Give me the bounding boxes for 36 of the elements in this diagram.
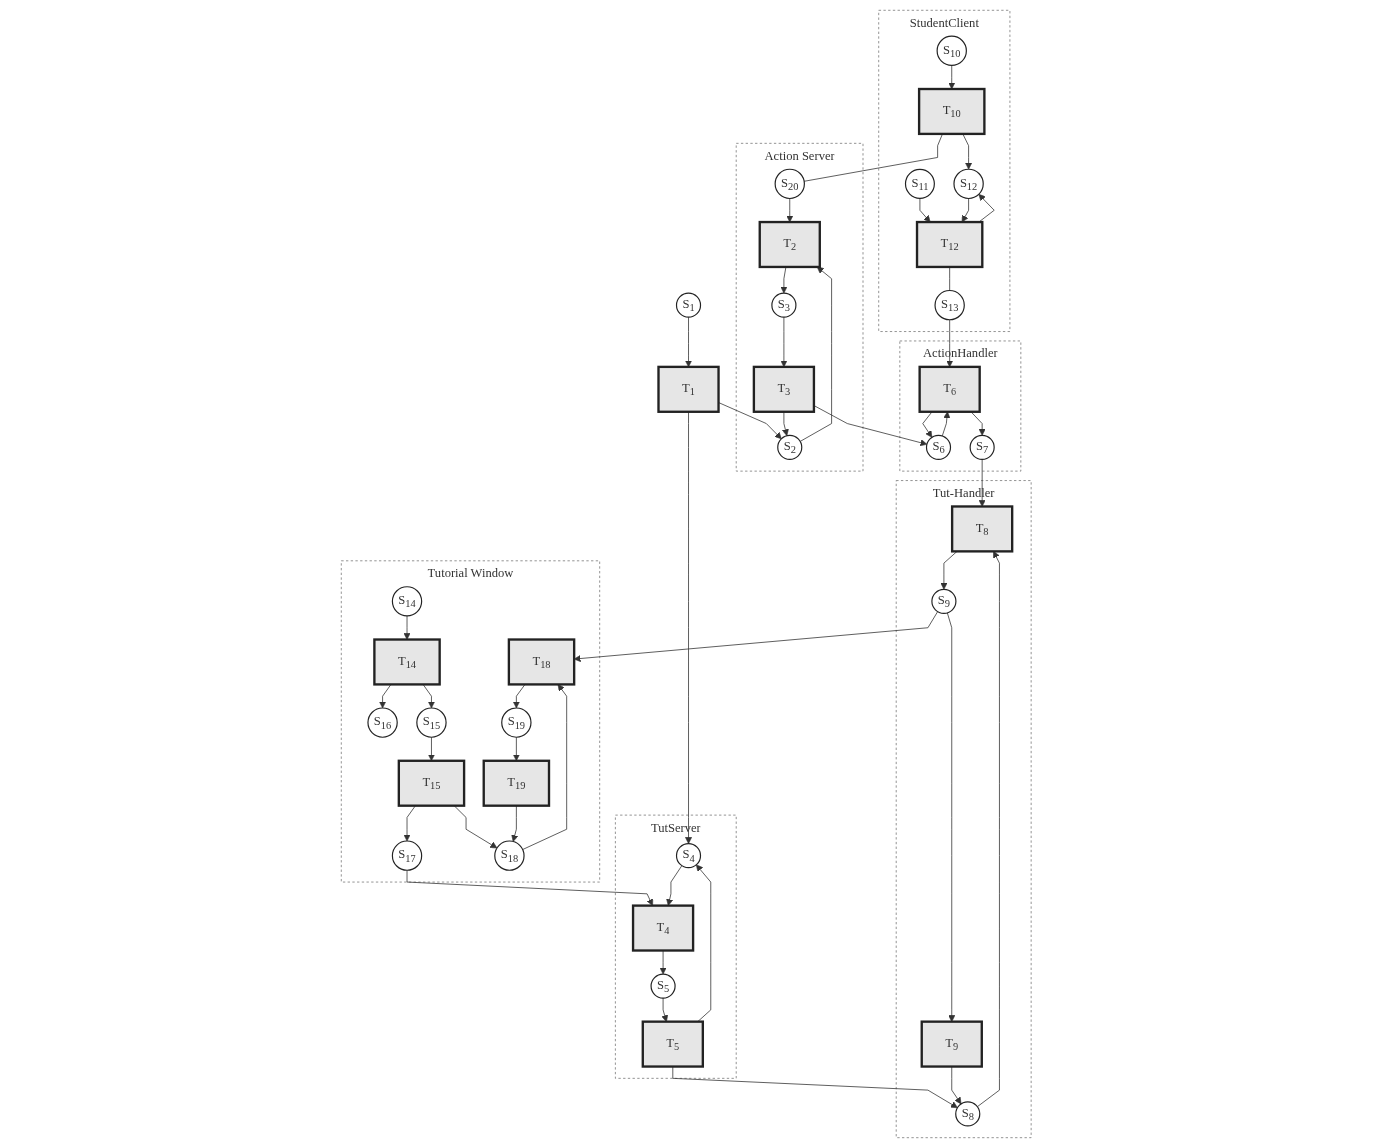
- node-circle: S$_{17}$: [392, 840, 423, 871]
- node-circle: S$_{2}$: [777, 434, 803, 460]
- node-circle: S$_{8}$: [955, 1101, 981, 1127]
- node-circle: S$_{9}$: [931, 588, 957, 614]
- node-circle: S$_{18}$: [494, 840, 525, 871]
- node-box: T$_{4}$: [632, 904, 695, 952]
- node-circle: S$_{1}$: [676, 292, 702, 318]
- node-box: T$_{15}$: [397, 759, 466, 807]
- node-box: T$_{3}$: [753, 365, 816, 413]
- node-box: T$_{14}$: [373, 638, 442, 686]
- node-box: T$_{2}$: [758, 220, 822, 269]
- node-circle: S$_{14}$: [392, 586, 423, 617]
- node-circle: S$_{15}$: [416, 707, 447, 738]
- node-box: T$_{1}$: [657, 365, 720, 413]
- node-box: T$_{10}$: [918, 87, 986, 136]
- node-circle: S$_{7}$: [969, 434, 996, 460]
- node-circle: S$_{6}$: [926, 434, 952, 460]
- node-circle: S$_{5}$: [650, 973, 676, 999]
- node-circle: S$_{10}$: [936, 35, 968, 67]
- node-box: T$_{18}$: [508, 638, 576, 686]
- node-circle: S$_{20}$: [774, 168, 806, 200]
- node-circle: S$_{4}$: [676, 843, 702, 869]
- node-circle: S$_{12}$: [953, 168, 985, 200]
- node-box: T$_{5}$: [641, 1020, 705, 1068]
- node-circle: S$_{3}$: [771, 292, 797, 318]
- connector: [804, 133, 944, 182]
- node-circle: S$_{13}$: [934, 289, 966, 321]
- node-box: T$_{12}$: [916, 220, 984, 269]
- node-box: T$_{19}$: [482, 759, 551, 807]
- node-circle: S$_{16}$: [367, 707, 399, 738]
- node-box: T$_{6}$: [918, 365, 982, 413]
- connector: [949, 266, 951, 291]
- node-box: T$_{9}$: [920, 1020, 984, 1068]
- node-circle: S$_{11}$: [905, 168, 936, 199]
- node-circle: S$_{19}$: [501, 707, 532, 738]
- node-box: T$_{8}$: [951, 505, 1014, 553]
